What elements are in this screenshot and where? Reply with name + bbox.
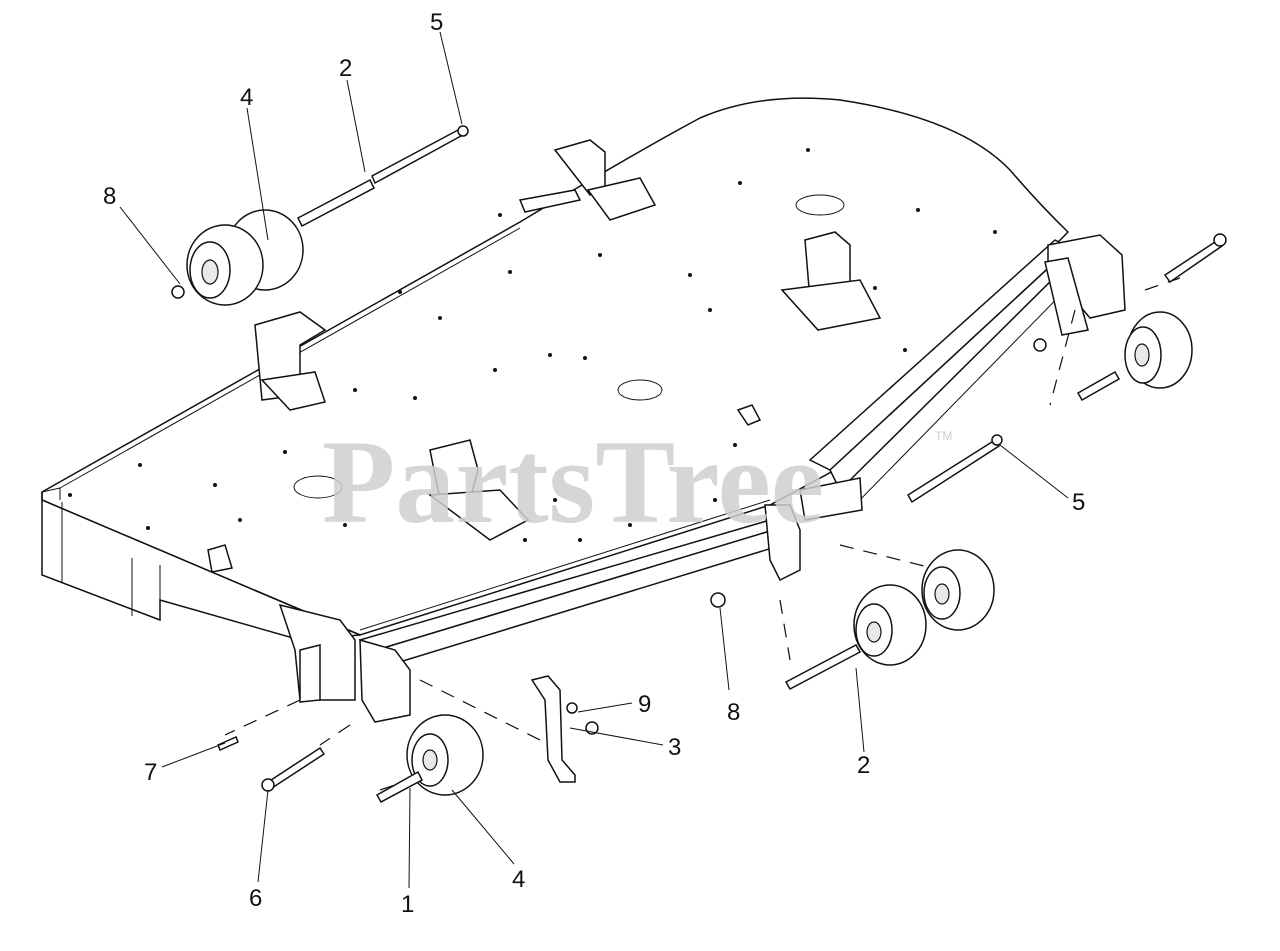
- anti-scalp-bar-front: [278, 477, 863, 723]
- callout-5-right: 5: [1072, 489, 1085, 516]
- watermark-text: PartsTree: [322, 415, 824, 548]
- wheel-top-left: [186, 209, 304, 306]
- callout-6: 6: [249, 885, 262, 912]
- callout-9: 9: [638, 691, 651, 718]
- callout-3: 3: [668, 734, 681, 761]
- callout-2-right: 2: [857, 752, 870, 779]
- callout-labels: 5 2 4 8 5 9 3 8 2 7 6 1 4: [103, 9, 1085, 918]
- callout-4-bottom: 4: [512, 866, 525, 893]
- hardware: [171, 125, 1227, 804]
- leader-lines: [119, 31, 1069, 889]
- wheel-bottom: [406, 714, 484, 796]
- spindle-openings: [293, 194, 845, 499]
- callout-1: 1: [401, 891, 414, 918]
- wheel-right-pair: [853, 549, 995, 666]
- callout-8-mid: 8: [727, 699, 740, 726]
- anti-scalp-bar-rear: [808, 234, 1126, 506]
- callout-8-top: 8: [103, 183, 116, 210]
- watermark-trademark: TM: [935, 429, 952, 443]
- callout-5-top: 5: [430, 9, 443, 36]
- watermark: PartsTree TM: [322, 415, 952, 548]
- deck-brackets: [207, 139, 882, 573]
- callout-7: 7: [144, 759, 157, 786]
- callout-2-top: 2: [339, 55, 352, 82]
- wheel-right: [1124, 311, 1193, 389]
- callout-4-top: 4: [240, 84, 253, 111]
- deck-shell: [41, 97, 1070, 641]
- deck-mounting-holes: [68, 148, 997, 542]
